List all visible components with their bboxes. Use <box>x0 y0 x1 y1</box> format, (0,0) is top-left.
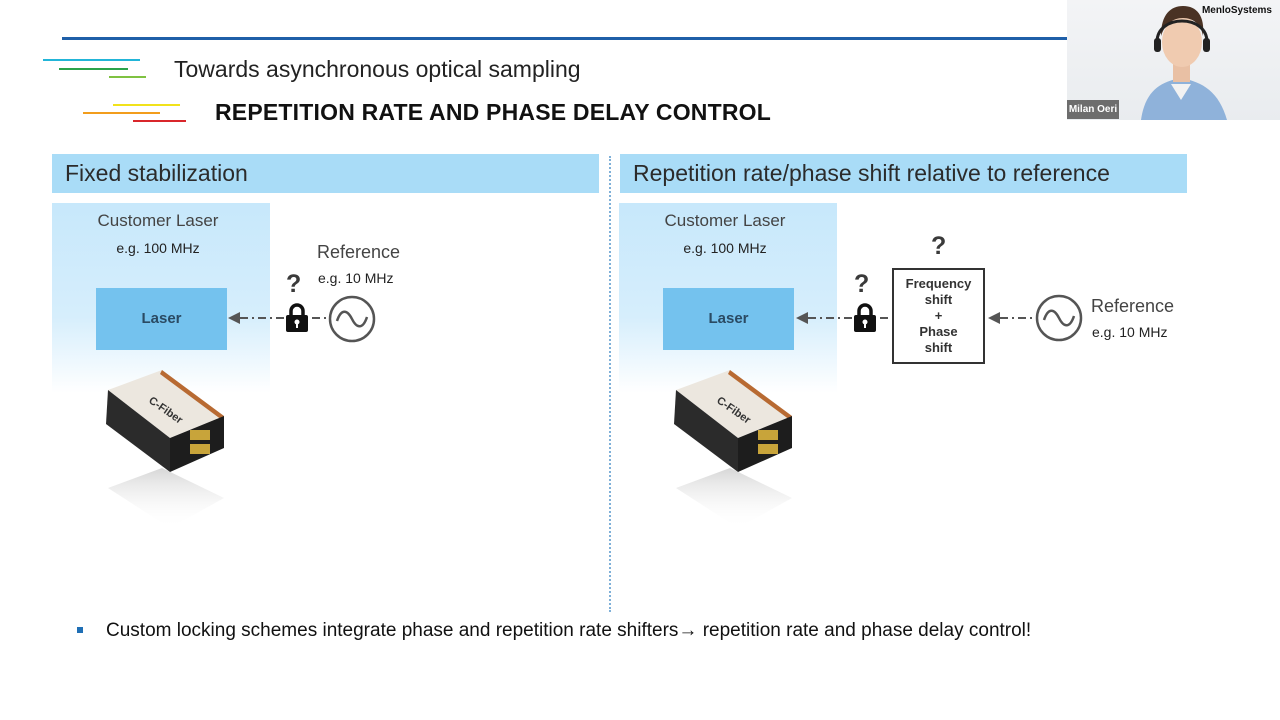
presenter-image <box>1141 6 1227 120</box>
lock-icon <box>854 303 876 332</box>
panel-heading-fixed: Fixed stabilization <box>52 154 599 193</box>
sine-wave-icon <box>328 295 376 343</box>
customer-laser-label-right: Customer Laser <box>664 211 786 230</box>
slide-title: REPETITION RATE AND PHASE DELAY CONTROL <box>215 99 772 125</box>
question-mark-left: ? <box>286 270 302 298</box>
deco-line-red <box>133 120 186 122</box>
lock-icon <box>286 303 308 332</box>
device-image: C-Fiber <box>106 370 224 528</box>
box-line-1: Frequency <box>905 276 972 291</box>
question-mark-box: ? <box>931 232 947 260</box>
deco-line-yellow <box>113 104 180 106</box>
question-mark-right: ? <box>854 270 870 298</box>
deco-line-cyan <box>43 59 140 61</box>
signal-arrow-reference-right <box>988 312 1034 324</box>
signal-arrow-left-panel <box>228 312 336 324</box>
presenter-name-tag: Milan Oeri <box>1067 100 1119 119</box>
bullet-text: Custom locking schemes integrate phase a… <box>106 620 1032 641</box>
sine-wave-icon <box>1035 294 1083 342</box>
header-rule <box>62 37 1067 40</box>
customer-freq-right: e.g. 100 MHz <box>683 240 767 256</box>
customer-laser-label-left: Customer Laser <box>97 211 219 230</box>
panel-divider <box>609 156 611 612</box>
box-line-3: + <box>934 308 943 323</box>
reference-freq-right: e.g. 10 MHz <box>1092 324 1168 340</box>
device-image: C-Fiber <box>674 370 792 528</box>
panel-heading-shift: Repetition rate/phase shift relative to … <box>620 154 1187 193</box>
signal-arrow-laser-right <box>796 312 894 324</box>
bullet-marker <box>77 627 83 633</box>
reference-freq-left: e.g. 10 MHz <box>318 270 394 286</box>
deco-line-lime <box>109 76 146 78</box>
box-line-5: shift <box>924 340 953 355</box>
customer-freq-left: e.g. 100 MHz <box>116 240 200 256</box>
reference-label-left: Reference <box>317 242 401 262</box>
laser-box-right: Laser <box>663 288 794 350</box>
reference-label-right: Reference <box>1091 296 1175 316</box>
box-line-4: Phase <box>919 324 958 339</box>
box-line-2: shift <box>924 292 953 307</box>
laser-box-left: Laser <box>96 288 227 350</box>
frequency-phase-shift-box: Frequency shift + Phase shift <box>892 268 985 364</box>
slide-subtitle: Towards asynchronous optical sampling <box>174 56 581 82</box>
deco-line-orange <box>83 112 160 114</box>
deco-line-green <box>59 68 128 70</box>
brand-watermark: MenloSystems <box>1201 5 1272 16</box>
